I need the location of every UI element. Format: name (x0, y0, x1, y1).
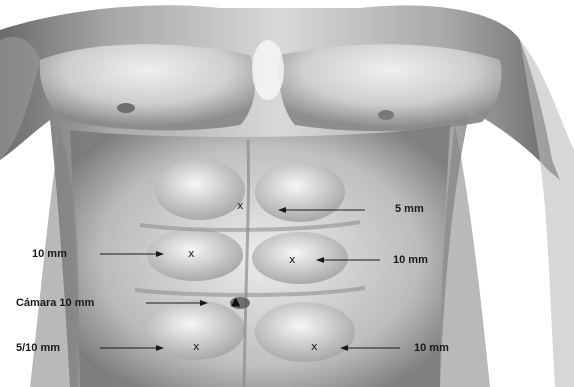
port-label-5mm: 5 mm (395, 203, 424, 215)
port-mark-10mm-lower-right: x (311, 341, 318, 352)
port-label-10mm-lower-right: 10 mm (414, 342, 449, 354)
port-mark-5-10mm: x (193, 341, 200, 352)
port-mark-5mm: x (237, 200, 244, 211)
ab-pad-1 (155, 160, 245, 220)
port-label-camara: Cámara 10 mm (16, 297, 94, 309)
pectoral-left (40, 44, 256, 130)
sternum-highlight (252, 40, 284, 100)
nipple-right (378, 110, 394, 120)
camera-port-triangle-icon: ▲ (231, 295, 240, 307)
ab-pad-3 (147, 229, 243, 281)
nipple-left (117, 103, 135, 113)
port-label-10mm-left: 10 mm (32, 248, 67, 260)
ab-pad-2 (255, 162, 345, 222)
ab-pad-6 (255, 302, 355, 362)
port-mark-10mm-left: x (188, 248, 195, 259)
port-label-10mm-right: 10 mm (393, 254, 428, 266)
port-label-5-10mm: 5/10 mm (16, 342, 60, 354)
port-mark-10mm-right: x (289, 254, 296, 265)
ab-pad-4 (252, 232, 348, 284)
